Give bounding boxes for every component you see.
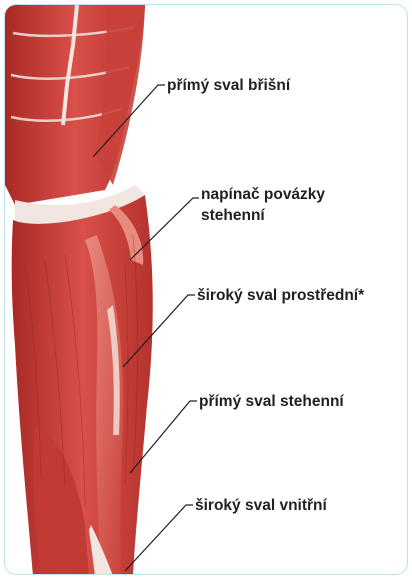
label-rectus-abdominis: přímý sval břišní — [167, 75, 290, 96]
label-vastus-intermedius: široký sval prostřední* — [197, 285, 364, 306]
label-tensor-fasciae-latae: napínač povázky stehenní — [201, 184, 325, 226]
label-vastus-medialis: široký sval vnitřní — [195, 495, 327, 516]
diagram-frame: přímý sval břišní napínač povázky stehen… — [4, 4, 408, 575]
label-rectus-femoris: přímý sval stehenní — [199, 391, 344, 412]
